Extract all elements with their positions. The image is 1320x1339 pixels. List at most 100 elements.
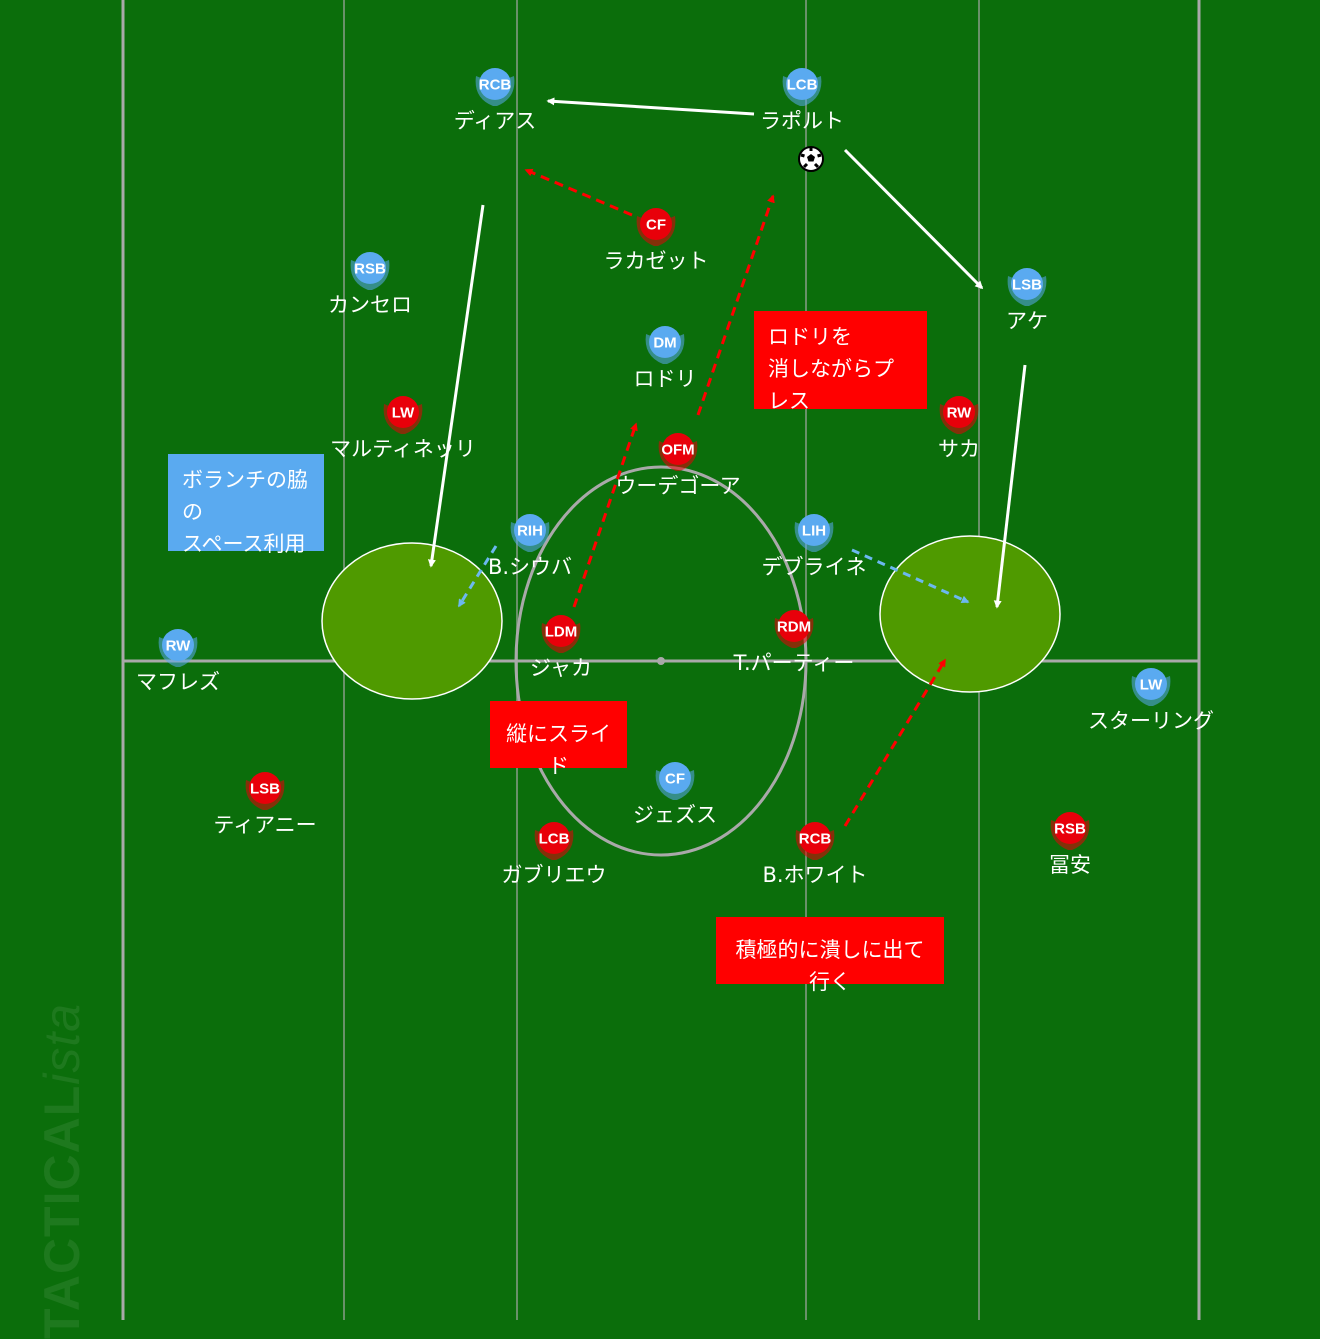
player-role: LW bbox=[1140, 677, 1163, 694]
player-red-rcb: RCB B.ホワイト bbox=[735, 816, 895, 888]
pass-arrow-laporte-dias bbox=[546, 97, 755, 116]
player-badge-icon: RIH bbox=[510, 514, 550, 552]
run-arrow-debruyne bbox=[851, 548, 970, 604]
player-role: LDM bbox=[545, 624, 578, 641]
player-role: LCB bbox=[539, 831, 570, 848]
player-badge-icon: RW bbox=[939, 396, 979, 434]
player-badge-icon: LCB bbox=[782, 68, 822, 106]
player-red-lw: LW マルティネッリ bbox=[323, 390, 483, 462]
player-badge-icon: RW bbox=[158, 629, 198, 667]
run-arrow-dias-zone bbox=[427, 204, 485, 568]
player-role: LW bbox=[392, 405, 415, 422]
note-line: 消しながらプレス bbox=[768, 357, 894, 413]
player-role: OFM bbox=[661, 442, 694, 459]
player-badge-icon: LIH bbox=[794, 514, 834, 552]
player-role: CF bbox=[665, 771, 685, 788]
player-name: スターリング bbox=[1088, 709, 1214, 733]
player-blue-lw: LW スターリング bbox=[1071, 662, 1231, 734]
space-zone-left bbox=[321, 542, 503, 700]
player-role: RDM bbox=[777, 619, 811, 636]
player-blue-rcb: RCB ディアス bbox=[415, 62, 575, 134]
player-blue-lih: LIH デブライネ bbox=[734, 508, 894, 580]
player-badge-icon: RCB bbox=[795, 822, 835, 860]
player-red-rsb: RSB 冨安 bbox=[990, 806, 1150, 878]
player-badge-icon: LDM bbox=[541, 615, 581, 653]
press-arrow-lacazette bbox=[524, 168, 633, 217]
player-role: RIH bbox=[517, 523, 543, 540]
player-name: ラカゼット bbox=[603, 249, 709, 273]
note-line: 積極的に潰しに出て行く bbox=[735, 938, 925, 994]
note-line: ボランチの脇の bbox=[182, 468, 308, 524]
run-arrow-bernardo bbox=[457, 545, 498, 608]
press-arrow-odegaard bbox=[696, 194, 775, 416]
soccer-ball-icon bbox=[798, 146, 824, 172]
pass-arrow-laporte-ake bbox=[843, 148, 984, 290]
player-role: RCB bbox=[799, 831, 832, 848]
player-name: B.シウバ bbox=[487, 555, 573, 579]
player-role: LCB bbox=[787, 77, 818, 94]
player-name: B.ホワイト bbox=[762, 863, 868, 887]
centre-circle bbox=[514, 465, 808, 857]
player-badge-icon: RCB bbox=[475, 68, 515, 106]
player-role: LSB bbox=[250, 781, 280, 798]
player-name: ディアス bbox=[453, 109, 537, 133]
player-role: RSB bbox=[1054, 821, 1086, 838]
player-name: カンセロ bbox=[328, 293, 412, 317]
blue-arrows bbox=[457, 545, 970, 608]
player-badge-icon: DM bbox=[645, 326, 685, 364]
player-name: ウーデゴーア bbox=[615, 474, 741, 498]
player-role: RCB bbox=[479, 77, 512, 94]
player-name: マルティネッリ bbox=[330, 437, 476, 461]
player-red-rw: RW サカ bbox=[879, 390, 1039, 462]
player-red-lcb: LCB ガブリエウ bbox=[474, 816, 634, 888]
player-name: デブライネ bbox=[761, 555, 867, 579]
note-rodri-press: ロドリを 消しながらプレス bbox=[754, 311, 927, 413]
player-name: T.パーティー bbox=[733, 651, 855, 675]
player-red-lsb: LSB ティアニー bbox=[185, 766, 345, 838]
player-badge-icon: RSB bbox=[1050, 812, 1090, 850]
note-aggressive: 積極的に潰しに出て行く bbox=[716, 917, 944, 994]
player-badge-icon: OFM bbox=[658, 433, 698, 471]
player-badge-icon: RSB bbox=[350, 252, 390, 290]
player-role: LIH bbox=[802, 523, 826, 540]
player-blue-rw: RW マフレズ bbox=[98, 623, 258, 695]
player-red-rdm: RDM T.パーティー bbox=[714, 604, 874, 676]
space-zone-right bbox=[879, 535, 1061, 693]
player-name: ジャカ bbox=[530, 656, 592, 680]
watermark-logo: TACTICALista bbox=[34, 1002, 90, 1339]
note-volante-space: ボランチの脇の スペース利用 bbox=[168, 454, 324, 556]
player-badge-icon: LSB bbox=[1007, 268, 1047, 306]
player-name: 冨安 bbox=[1049, 853, 1091, 877]
player-name: マフレズ bbox=[136, 670, 220, 694]
slide-arrow-xhaka bbox=[572, 422, 638, 608]
player-role: DM bbox=[653, 335, 676, 352]
player-name: サカ bbox=[938, 437, 980, 461]
player-blue-rih: RIH B.シウバ bbox=[450, 508, 610, 580]
run-arrow-ake-zone bbox=[993, 364, 1027, 609]
player-role: RW bbox=[947, 405, 973, 422]
player-blue-lcb: LCB ラポルト bbox=[722, 62, 882, 134]
player-role: RW bbox=[166, 638, 192, 655]
player-name: ガブリエウ bbox=[501, 863, 607, 887]
player-badge-icon: LCB bbox=[534, 822, 574, 860]
player-role: LSB bbox=[1012, 277, 1042, 294]
player-name: ティアニー bbox=[213, 813, 317, 837]
player-name: ラポルト bbox=[760, 109, 844, 133]
player-badge-icon: RDM bbox=[774, 610, 814, 648]
player-blue-rsb: RSB カンセロ bbox=[290, 246, 450, 318]
player-role: RSB bbox=[354, 261, 386, 278]
note-line: 縦にスライド bbox=[506, 722, 611, 778]
white-arrows bbox=[427, 97, 1027, 609]
player-red-ldm: LDM ジャカ bbox=[481, 609, 641, 681]
note-line: ロドリを bbox=[768, 325, 852, 349]
note-line: スペース利用 bbox=[182, 532, 306, 556]
note-vertical-slide: 縦にスライド bbox=[490, 701, 627, 778]
press-arrow-white bbox=[843, 658, 947, 827]
red-arrows bbox=[524, 168, 947, 827]
player-red-ofm: OFM ウーデゴーア bbox=[598, 427, 758, 499]
player-badge-icon: LW bbox=[383, 396, 423, 434]
